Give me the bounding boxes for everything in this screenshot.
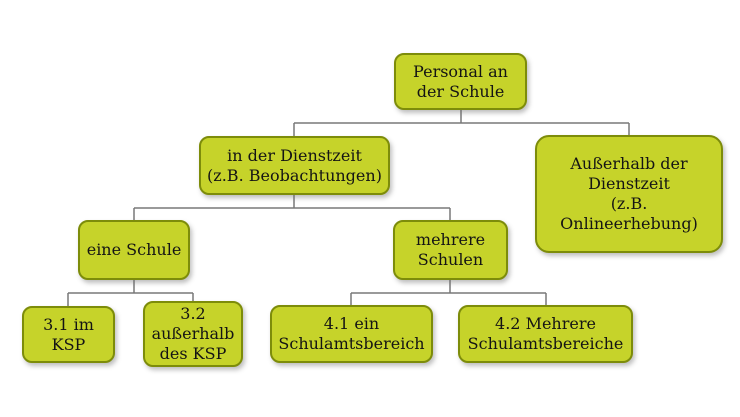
node-label: Außerhalb der Dienstzeit (z.B. Onlineerh… [560,154,698,233]
node-3-2-ausserhalb-des-ksp: 3.2 außerhalb des KSP [143,301,243,367]
node-in-der-dienstzeit: in der Dienstzeit (z.B. Beobachtungen) [199,136,390,195]
node-eine-schule: eine Schule [78,220,190,280]
node-label: 4.1 ein Schulamtsbereich [278,314,425,353]
edge-mehrereschulen-to-level4 [350,280,547,305]
node-label: Personal an der Schule [413,61,508,101]
node-4-2-mehrere-schulamtsbereiche: 4.2 Mehrere Schulamtsbereiche [458,305,633,363]
edge-root-to-level2 [293,110,630,136]
edge-eineschule-to-level4 [67,280,194,306]
node-ausserhalb-der-dienstzeit: Außerhalb der Dienstzeit (z.B. Onlineerh… [535,135,723,253]
node-personal-an-der-schule: Personal an der Schule [394,53,527,110]
node-label: eine Schule [86,240,182,259]
node-3-1-im-ksp: 3.1 im KSP [22,306,115,363]
node-label: in der Dienstzeit (z.B. Beobachtungen) [207,145,382,185]
node-label: 3.2 außerhalb des KSP [151,304,235,363]
node-mehrere-schulen: mehrere Schulen [393,220,508,280]
node-4-1-ein-schulamtsbereich: 4.1 ein Schulamtsbereich [270,305,433,363]
node-label: 3.1 im KSP [43,314,94,354]
edge-dienstzeit-to-level3 [133,195,451,220]
node-label: 4.2 Mehrere Schulamtsbereiche [467,314,624,353]
node-label: mehrere Schulen [415,230,486,269]
